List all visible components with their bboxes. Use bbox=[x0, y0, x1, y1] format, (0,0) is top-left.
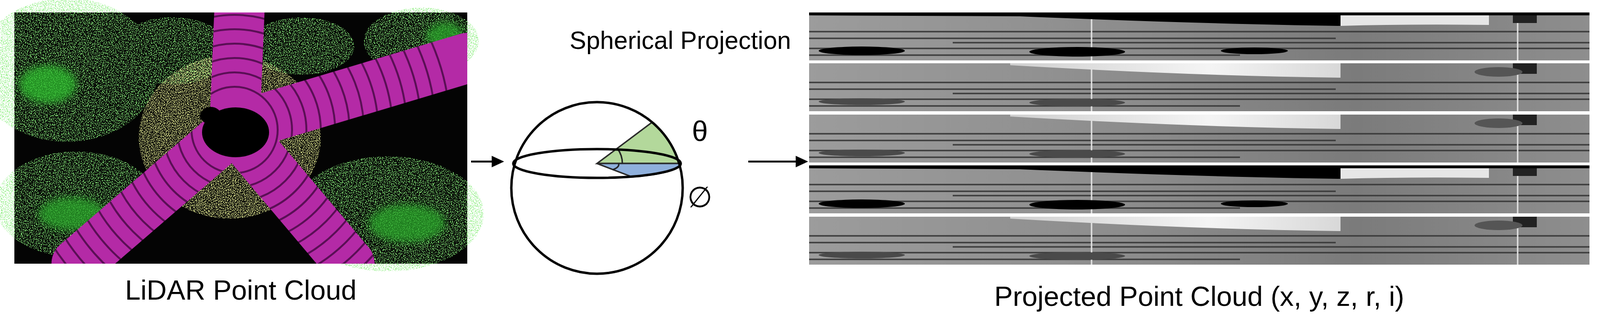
projected-strips bbox=[809, 12, 1590, 265]
panel-title: Spherical Projection bbox=[569, 26, 791, 56]
angle-symbol: θ bbox=[691, 114, 708, 148]
image-panel: LiDAR Point Cloud bbox=[14, 12, 468, 264]
arrow-connector bbox=[471, 155, 505, 168]
image-panel: Projected Point Cloud (x, y, z, r, i) bbox=[809, 12, 1590, 266]
arrow-connector bbox=[748, 155, 809, 168]
panel-caption: LiDAR Point Cloud bbox=[124, 273, 357, 306]
angle-symbol: ∅ bbox=[687, 180, 713, 214]
panel-caption: Projected Point Cloud (x, y, z, r, i) bbox=[994, 280, 1405, 313]
sphere-panel: Spherical Projectionθ∅ bbox=[505, 95, 745, 288]
sphere-symbol bbox=[511, 101, 683, 274]
lidar-image bbox=[0, 0, 484, 326]
